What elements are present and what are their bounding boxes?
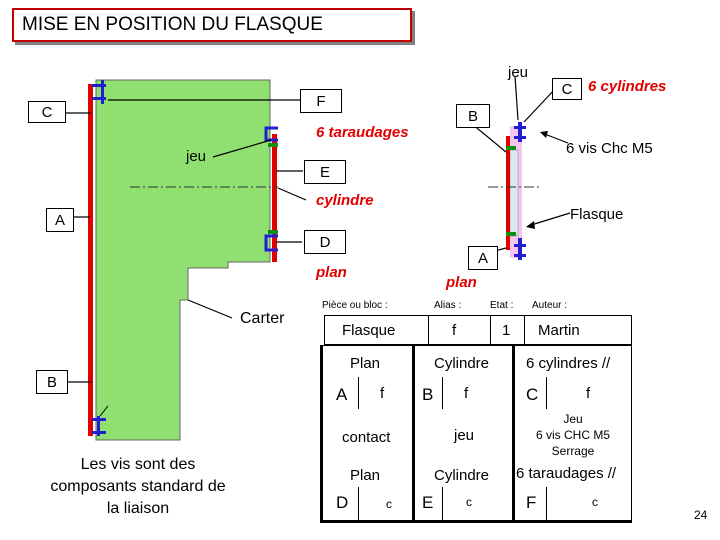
- col3-top-right: f: [586, 385, 591, 402]
- identity-sep-2: [490, 315, 491, 345]
- label-a-right: A: [468, 246, 498, 270]
- col3-mid-line3: Serrage: [551, 444, 595, 458]
- leader-carter: [187, 299, 233, 319]
- carter-red-face-left: [88, 84, 93, 436]
- leader-cylindre: [277, 187, 307, 201]
- screw-left-bottom: [92, 416, 106, 436]
- tapping-top: [264, 126, 278, 142]
- leader-b-right: [471, 123, 507, 153]
- slide-title: MISE EN POSITION DU FLASQUE: [12, 8, 412, 42]
- grid-sep-2: [512, 345, 515, 523]
- label-e: E: [304, 160, 346, 184]
- leader-flasque: [527, 212, 571, 227]
- page-number: 24: [694, 508, 708, 522]
- col1-top-label: Plan: [350, 355, 381, 372]
- label-six-vis: 6 vis Chc M5: [566, 140, 653, 157]
- leader-c-top: [523, 87, 557, 123]
- identity-alias: f: [452, 322, 457, 339]
- liaison-grid: [320, 345, 632, 523]
- col3-bot-label: 6 taraudages //: [516, 465, 617, 482]
- label-b-left: B: [36, 370, 68, 394]
- col2-top-label: Cylindre: [434, 355, 490, 372]
- flasque-screw-top: [514, 122, 526, 142]
- col2-bot-label: Cylindre: [434, 467, 490, 484]
- screw-left-top: [92, 80, 106, 104]
- liaison-table: Pièce ou bloc : Alias : Etat : Auteur : …: [314, 299, 634, 525]
- slide-title-text: MISE EN POSITION DU FLASQUE: [22, 14, 323, 35]
- carter-red-face-right: [272, 134, 277, 262]
- label-six-taraudages: 6 taraudages: [316, 124, 409, 141]
- col1-bot-sep: [358, 487, 359, 521]
- label-c-left: C: [28, 101, 66, 123]
- col1-top-right: f: [380, 385, 385, 402]
- grid-sep-1: [412, 345, 415, 523]
- tapping-bottom-green: [268, 230, 278, 234]
- col3-mid-line2: 6 vis CHC M5: [535, 428, 610, 442]
- col1-bot-label: Plan: [350, 467, 381, 484]
- col2-bot-right: c: [466, 495, 472, 509]
- label-carter: Carter: [240, 310, 285, 327]
- col1-mid-label: contact: [342, 429, 391, 446]
- col2-top-right: f: [464, 385, 469, 402]
- label-b: B: [456, 104, 490, 128]
- label-jeu-top: jeu: [508, 64, 529, 81]
- flasque-screw-bottom-green: [506, 232, 516, 236]
- label-d: D: [304, 230, 346, 254]
- col2-bot-sep: [442, 487, 443, 521]
- label-six-cylindres: 6 cylindres: [588, 78, 667, 95]
- col3-top-sep: [546, 377, 547, 409]
- leader-screw-bottom: [99, 405, 109, 417]
- col1-bot-right: c: [386, 497, 392, 511]
- col1-top-sep: [358, 377, 359, 409]
- label-flasque: Flasque: [570, 206, 624, 223]
- identity-sep-3: [524, 315, 525, 345]
- carter-body: [95, 79, 271, 441]
- arrowhead-vis: [540, 131, 548, 138]
- flasque-screw-bottom: [514, 238, 526, 260]
- flasque-screw-top-green: [506, 146, 516, 150]
- col3-bot-sep: [546, 487, 547, 521]
- identity-auteur: Martin: [538, 322, 580, 339]
- header-auteur: Auteur :: [532, 300, 568, 311]
- col3-top-label: 6 cylindres //: [526, 355, 611, 372]
- col1-bot-left: D: [336, 493, 349, 512]
- col2-mid-label: jeu: [454, 427, 475, 444]
- tapping-top-green: [268, 143, 278, 147]
- identity-row: [324, 315, 632, 345]
- col3-top-left: C: [526, 385, 539, 404]
- label-cylindre: cylindre: [316, 192, 374, 209]
- label-f: F: [300, 89, 342, 113]
- label-c-top: C: [552, 78, 582, 100]
- note-text: Les vis sont des composants standard de …: [50, 456, 226, 517]
- col3-mid-line1: Jeu: [563, 412, 583, 426]
- flasque-red-face: [506, 136, 510, 250]
- identity-sep-1: [428, 315, 429, 345]
- label-jeu-left: jeu: [186, 148, 207, 165]
- col2-bot-left: E: [422, 493, 434, 512]
- leader-jeu-left: [212, 139, 272, 158]
- label-plan-2: plan: [446, 274, 477, 291]
- identity-etat: 1: [502, 322, 511, 339]
- header-alias: Alias :: [434, 300, 462, 311]
- col3-mid-block: Jeu 6 vis CHC M5 Serrage: [514, 411, 632, 459]
- identity-piece: Flasque: [342, 322, 396, 339]
- col1-top-left: A: [336, 385, 348, 404]
- label-a-left: A: [46, 208, 74, 232]
- leader-jeu-top: [514, 75, 519, 121]
- col3-bot-left: F: [526, 493, 537, 512]
- tapping-bottom: [264, 234, 278, 252]
- arrowhead-flasque: [526, 221, 535, 229]
- header-piece: Pièce ou bloc :: [322, 300, 388, 311]
- col2-top-left: B: [422, 385, 434, 404]
- col3-bot-right: c: [592, 495, 598, 509]
- flasque-cylinder: [509, 149, 519, 237]
- label-plan-1: plan: [316, 264, 347, 281]
- header-etat: Etat :: [490, 300, 514, 311]
- col2-top-sep: [442, 377, 443, 409]
